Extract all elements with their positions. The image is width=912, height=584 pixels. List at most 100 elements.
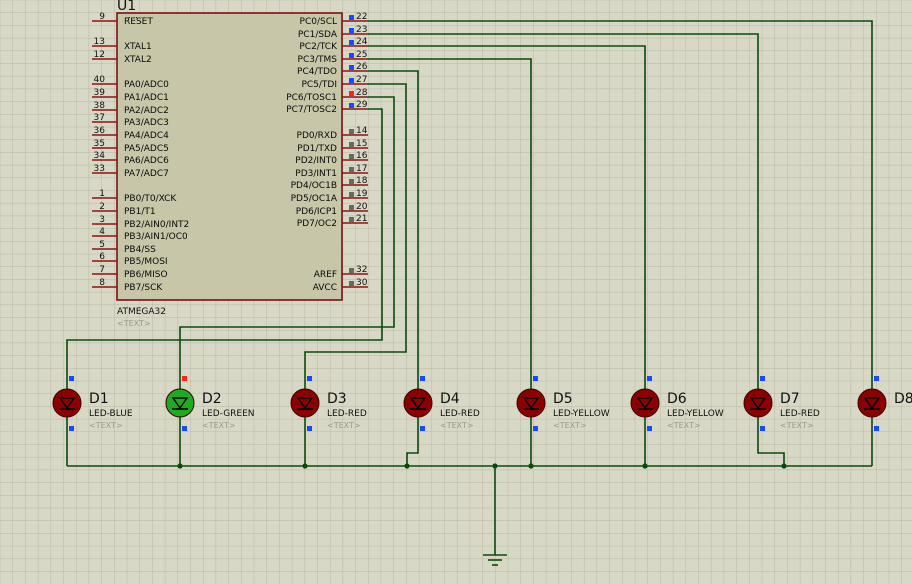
pin-state-indicator [349,40,354,45]
diode-triangle-icon [296,397,314,410]
led-state-indicator [420,376,425,381]
pin-number: 13 [94,37,105,47]
pin-label: PA4/ADC4 [124,131,169,141]
pin-number: 23 [356,25,367,35]
pin-number: 9 [99,12,105,22]
pin-label: PC3/TMS [298,55,338,65]
pin-label: PC5/TDI [301,80,337,90]
junction-dot [781,463,787,469]
led-text-label: <TEXT> [780,421,814,430]
led-state-indicator [307,426,312,431]
junction-dot [528,463,534,469]
pin-label: PA1/ADC1 [124,93,169,103]
pin-state-indicator [349,179,354,184]
diode-triangle-icon [171,397,189,410]
led-state-indicator [874,426,879,431]
pin-label: PB5/MOSI [124,257,168,267]
pin-label: PD5/OC1A [291,194,338,204]
pin-number: 35 [94,139,105,149]
pin-label: PB4/SS [124,245,156,255]
pin-state-indicator [349,142,354,147]
diode-triangle-icon [409,397,427,410]
pin-number: 8 [99,278,105,288]
ground-symbol[interactable] [483,554,507,566]
pin-number: 20 [356,202,368,212]
led-state-indicator [69,426,74,431]
pin-label: PC6/TOSC1 [286,93,337,103]
led-state-indicator [647,376,652,381]
pin-label: PA7/ADC7 [124,169,169,179]
pin-number: 6 [99,252,105,262]
led-body[interactable] [403,388,433,418]
diode-triangle-icon [522,397,540,410]
pin-number: 1 [99,189,105,199]
chip-ref-label: U1 [117,0,136,14]
junction-dot [177,463,183,469]
pin-number: 33 [94,164,105,174]
led-body[interactable] [52,388,82,418]
pin-number: 29 [356,100,368,110]
led-body[interactable] [165,388,195,418]
led-body[interactable] [516,388,546,418]
junction-dot [492,463,498,469]
pin-number: 25 [356,50,367,60]
pin-label: XTAL2 [124,55,152,65]
pin-number: 7 [99,265,105,275]
pin-number: 28 [356,88,368,98]
junction-dot [404,463,410,469]
pin-number: 38 [94,101,106,111]
pin-number: 12 [94,50,105,60]
pin-number: 18 [356,176,368,186]
pin-state-indicator [349,167,354,172]
pin-label: PA2/ADC2 [124,106,169,116]
led-ref-label: D4 [440,391,460,407]
led-body[interactable] [290,388,320,418]
pin-label: PA3/ADC3 [124,118,169,128]
wire [66,108,383,466]
pin-number: 22 [356,12,367,22]
pin-state-indicator [349,103,354,108]
led-state-indicator [69,376,74,381]
wire [368,70,419,466]
led-body[interactable] [630,388,660,418]
led-body[interactable] [743,388,773,418]
led-type-label: LED-YELLOW [667,409,724,419]
pin-label: PD3/INT1 [295,169,337,179]
pin-label: PB3/AIN1/OC0 [124,232,188,242]
pin-label: PA6/ADC6 [124,156,169,166]
pin-number: 36 [94,126,106,136]
pin-state-indicator [349,91,354,96]
pin-label: PA0/ADC0 [124,80,169,90]
led-text-label: <TEXT> [553,421,587,430]
junction-dot [302,463,308,469]
pin-state-indicator [349,281,354,286]
pin-number: 30 [356,278,368,288]
led-state-indicator [182,376,187,381]
pin-number: 26 [356,62,368,72]
led-body[interactable] [857,388,887,418]
led-ref-label: D1 [89,391,109,407]
pin-label: PD7/OC2 [297,219,337,229]
chip-body[interactable] [116,12,343,301]
junction-dot [642,463,648,469]
led-type-label: LED-YELLOW [553,409,610,419]
led-state-indicator [533,376,538,381]
pin-label: PB0/T0/XCK [124,194,177,204]
led-ref-label: D8 [894,391,912,407]
led-ref-label: D3 [327,391,347,407]
chip-right-pins: 22PC0/SCL23PC1/SDA24PC2/TCK25PC3/TMS26PC… [286,12,368,293]
pin-number: 19 [356,189,368,199]
led-d8[interactable]: D8 [857,376,912,431]
led-ref-label: D6 [667,391,687,407]
pin-number: 27 [356,75,367,85]
